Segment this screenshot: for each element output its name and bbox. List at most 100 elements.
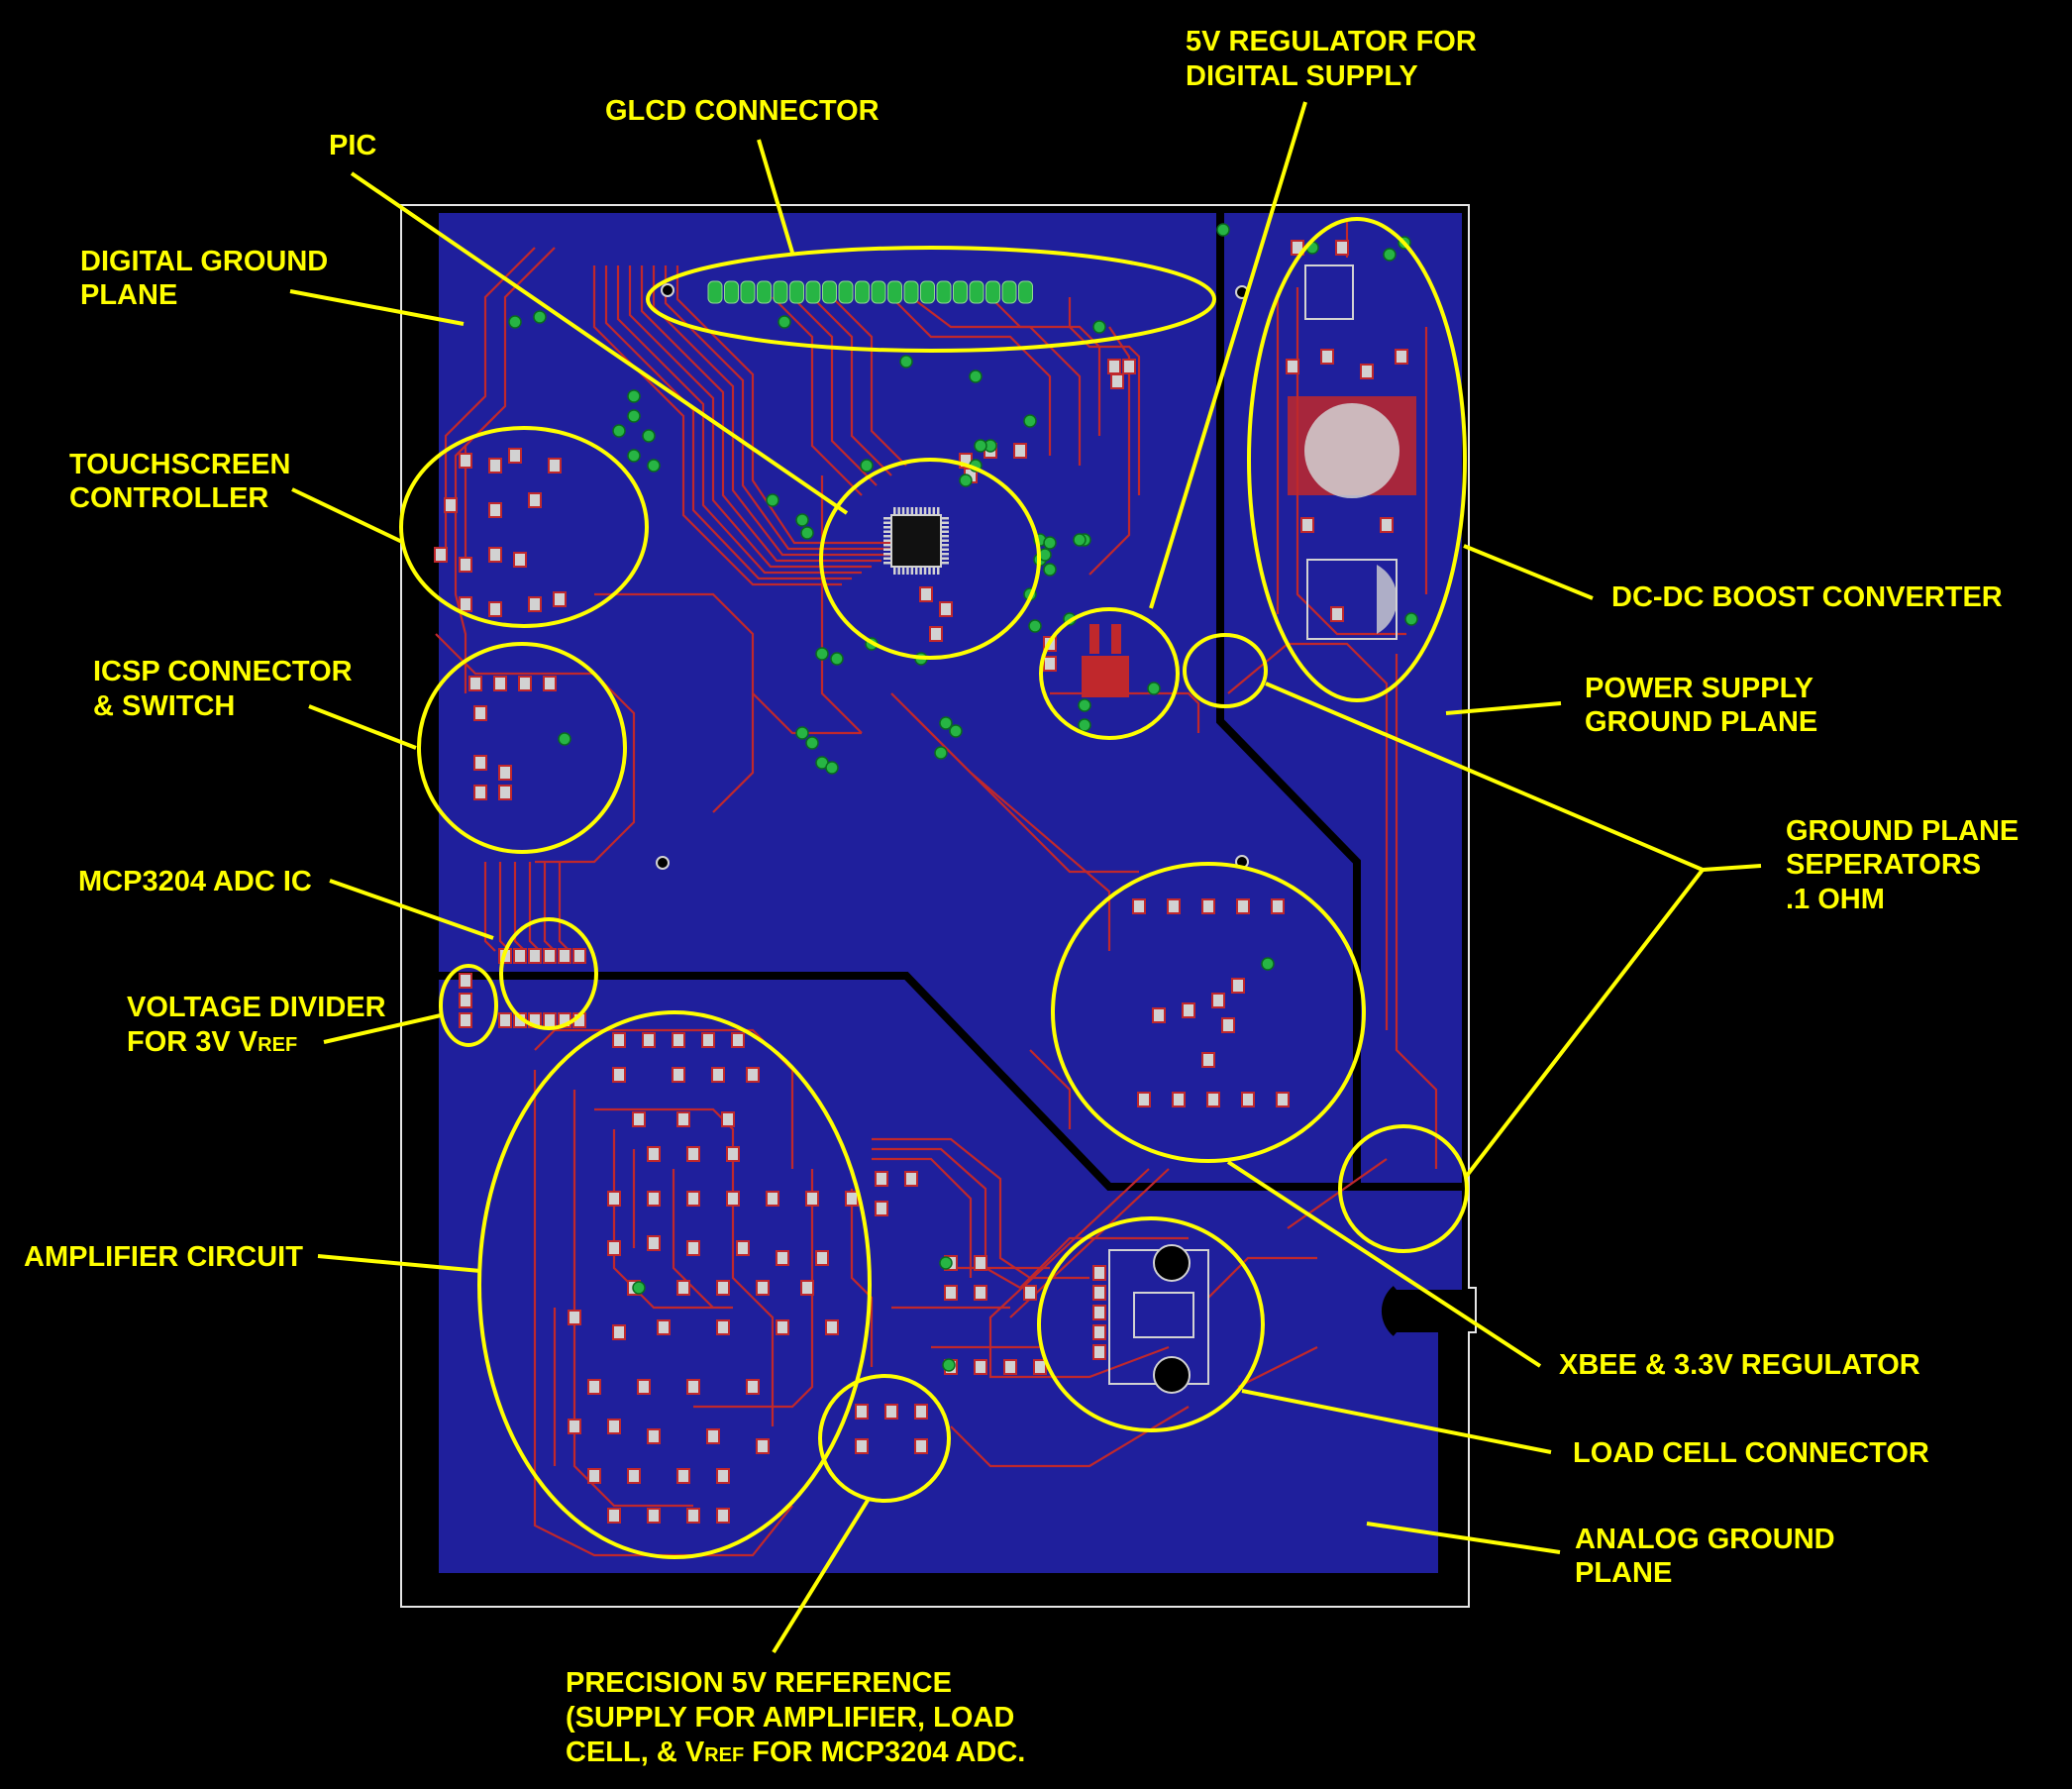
- smd-pad: [647, 1428, 661, 1444]
- smd-pad: [676, 1468, 690, 1484]
- smd-pad: [716, 1508, 730, 1524]
- via: [942, 1358, 956, 1372]
- glcd-pin: [757, 280, 772, 304]
- smd-pad: [686, 1240, 700, 1256]
- via: [627, 449, 641, 463]
- smd-pad: [568, 1419, 581, 1434]
- separator-ellipse-1: [1183, 633, 1268, 708]
- via: [632, 1281, 646, 1295]
- via: [1043, 563, 1057, 577]
- smd-pad: [1132, 898, 1146, 914]
- smd-pad: [558, 948, 571, 964]
- smd-pad: [488, 458, 502, 474]
- label-touchscreen: TOUCHSCREEN CONTROLLER: [69, 449, 299, 514]
- pic-lead: [941, 557, 949, 560]
- glcd-pin: [936, 280, 952, 304]
- smd-pad: [1092, 1324, 1106, 1340]
- smd-pad: [825, 1319, 839, 1335]
- pic-ellipse: [819, 458, 1041, 660]
- smd-pad: [939, 601, 953, 617]
- glcd-pin: [855, 280, 870, 304]
- label-pic: PIC: [329, 130, 376, 161]
- pic-lead: [941, 548, 949, 551]
- smd-pad: [974, 1255, 987, 1271]
- pic-lead: [897, 567, 900, 575]
- via: [766, 493, 779, 507]
- label-load-cell: LOAD CELL CONNECTOR: [1573, 1437, 1929, 1469]
- pic-lead: [883, 539, 891, 542]
- smd-pad: [706, 1428, 720, 1444]
- label-dcdc: DC-DC BOOST CONVERTER: [1611, 581, 2003, 613]
- glcd-pin: [871, 280, 886, 304]
- via: [508, 315, 522, 329]
- load-cell-connector-body: [1108, 1244, 1209, 1394]
- smd-pad: [1320, 349, 1334, 365]
- smd-pad: [607, 1508, 621, 1524]
- smd-pad: [1221, 1017, 1235, 1033]
- smd-pad: [726, 1191, 740, 1207]
- regulator-ellipse: [1039, 607, 1180, 740]
- via: [860, 459, 874, 473]
- smd-pad: [459, 596, 472, 612]
- via: [949, 724, 963, 738]
- smd-pad: [736, 1240, 750, 1256]
- smd-pad: [493, 676, 507, 691]
- smd-pad: [1300, 517, 1314, 533]
- smd-pad: [587, 1379, 601, 1395]
- smd-pad: [1211, 993, 1225, 1008]
- touchscreen-ellipse: [399, 426, 649, 628]
- glcd-pin: [724, 280, 739, 304]
- smd-pad: [488, 547, 502, 563]
- smd-pad: [746, 1379, 760, 1395]
- label-power-ground: POWER SUPPLY GROUND PLANE: [1585, 673, 1821, 738]
- smd-pad: [1201, 898, 1215, 914]
- smd-pad: [929, 626, 943, 642]
- glcd-pin: [985, 280, 1000, 304]
- via: [1092, 320, 1106, 334]
- pic-lead: [901, 507, 905, 515]
- smd-pad: [612, 1324, 626, 1340]
- smd-pad: [1271, 898, 1285, 914]
- pic-lead: [928, 507, 931, 515]
- glcd-pin: [903, 280, 919, 304]
- pic-lead: [906, 567, 909, 575]
- via: [647, 459, 661, 473]
- label-xbee: XBEE & 3.3V REGULATOR: [1559, 1349, 1920, 1381]
- via: [939, 1256, 953, 1270]
- smd-pad: [1167, 898, 1181, 914]
- label-digital-ground: DIGITAL GROUND PLANE: [80, 246, 336, 311]
- smd-pad: [627, 1468, 641, 1484]
- smd-pad: [1335, 240, 1349, 256]
- smd-pad: [459, 453, 472, 469]
- pic-lead: [915, 567, 918, 575]
- smd-pad: [1152, 1007, 1166, 1023]
- smd-pad: [815, 1250, 829, 1266]
- xbee-ellipse: [1051, 862, 1366, 1163]
- pic-lead: [883, 553, 891, 556]
- via: [1216, 223, 1230, 237]
- glcd-pin: [789, 280, 804, 304]
- smd-pad: [686, 1146, 700, 1162]
- pic-lead: [893, 567, 896, 575]
- via: [627, 389, 641, 403]
- pic-lead: [923, 567, 927, 575]
- smd-pad: [1043, 656, 1057, 672]
- smd-pad: [1276, 1092, 1290, 1107]
- label-icsp: ICSP CONNECTOR & SWITCH: [93, 656, 361, 722]
- via: [1078, 698, 1091, 712]
- label-reference: PRECISION 5V REFERENCE (SUPPLY FOR AMPLI…: [566, 1667, 1025, 1768]
- via: [825, 761, 839, 775]
- via: [1404, 612, 1418, 626]
- smd-pad: [473, 755, 487, 771]
- pic-lead: [928, 567, 931, 575]
- smd-pad: [572, 948, 586, 964]
- smd-pad: [919, 586, 933, 602]
- amplifier-ellipse: [477, 1010, 872, 1559]
- via: [1028, 619, 1042, 633]
- divider-ellipse: [439, 964, 498, 1047]
- smd-pad: [800, 1280, 814, 1296]
- smd-pad: [716, 1319, 730, 1335]
- via: [939, 716, 953, 730]
- via: [1078, 718, 1091, 732]
- smd-pad: [498, 785, 512, 800]
